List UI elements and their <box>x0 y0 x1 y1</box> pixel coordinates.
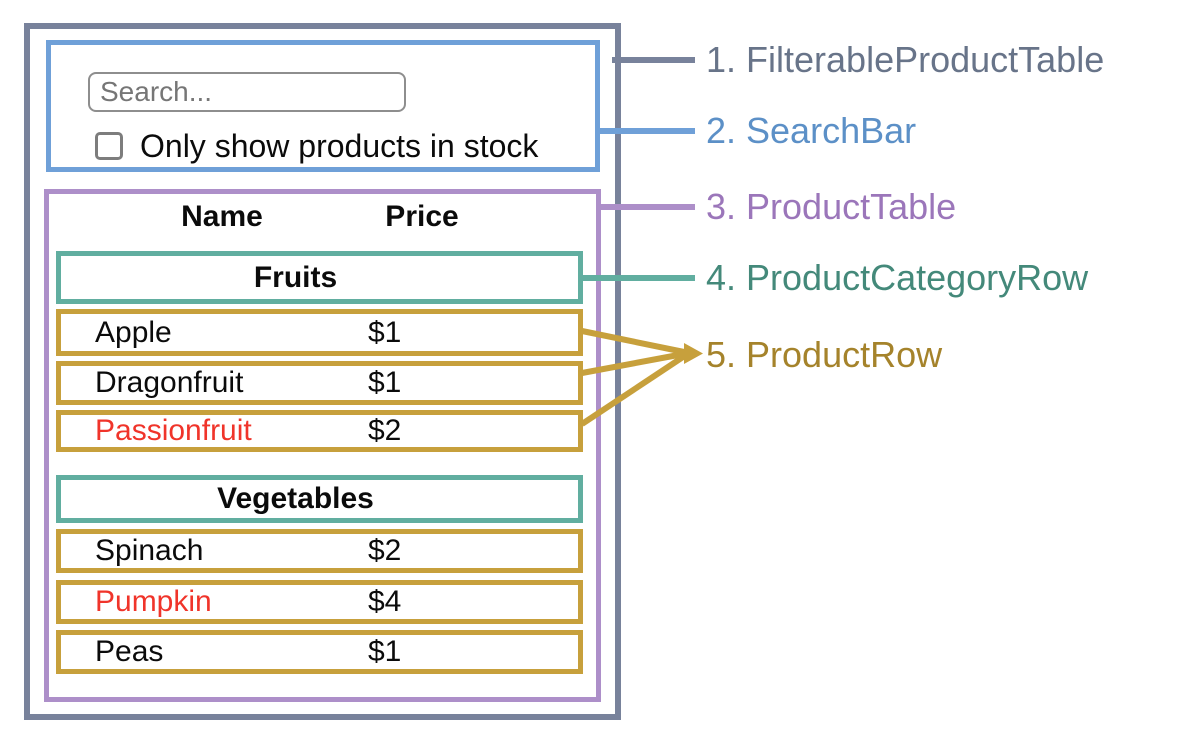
product-row-spinach: Spinach $2 <box>56 529 583 573</box>
product-row-passionfruit: Passionfruit $2 <box>56 410 583 452</box>
category-label: Vegetables <box>217 482 374 515</box>
search-bar-box: Only show products in stock <box>46 40 600 172</box>
legend-label-search-bar: 2. SearchBar <box>706 110 917 151</box>
legend-label-filterable-product-table: 1. FilterableProductTable <box>706 39 1105 80</box>
product-name: Spinach <box>95 534 204 567</box>
product-name: Apple <box>95 315 172 349</box>
legend-label-product-table: 3. ProductTable <box>706 186 957 227</box>
product-row-peas: Peas $1 <box>56 630 583 674</box>
product-price: $1 <box>368 315 402 349</box>
filterable-product-table-box: Only show products in stock Name Price F… <box>24 23 621 720</box>
product-row-pumpkin: Pumpkin $4 <box>56 580 583 624</box>
search-input[interactable] <box>88 72 406 112</box>
product-price: $1 <box>368 635 402 668</box>
legend-label-product-row: 5. ProductRow <box>706 334 943 375</box>
legend-label-product-category-row: 4. ProductCategoryRow <box>706 257 1089 298</box>
product-name: Peas <box>95 635 164 668</box>
column-header-price: Price <box>385 200 459 233</box>
product-table-box: Name Price Fruits Apple $1 Dragonfruit $… <box>44 189 601 702</box>
category-row-fruits: Fruits <box>56 251 583 304</box>
product-price: $2 <box>368 414 402 447</box>
category-label: Fruits <box>253 260 338 294</box>
product-row-apple: Apple $1 <box>56 309 583 356</box>
product-row-dragonfruit: Dragonfruit $1 <box>56 361 583 405</box>
product-name: Passionfruit <box>95 414 252 447</box>
product-name: Pumpkin <box>95 585 212 618</box>
product-name: Dragonfruit <box>95 366 244 399</box>
in-stock-checkbox-label: Only show products in stock <box>140 127 539 164</box>
in-stock-filter-row: Only show products in stock <box>95 127 539 164</box>
category-row-vegetables: Vegetables <box>56 475 583 523</box>
column-header-name: Name <box>181 200 263 233</box>
product-price: $1 <box>368 366 402 399</box>
in-stock-checkbox[interactable] <box>95 132 123 160</box>
product-row-arrowhead-icon <box>684 343 703 364</box>
product-price: $4 <box>368 585 402 618</box>
product-price: $2 <box>368 534 402 567</box>
